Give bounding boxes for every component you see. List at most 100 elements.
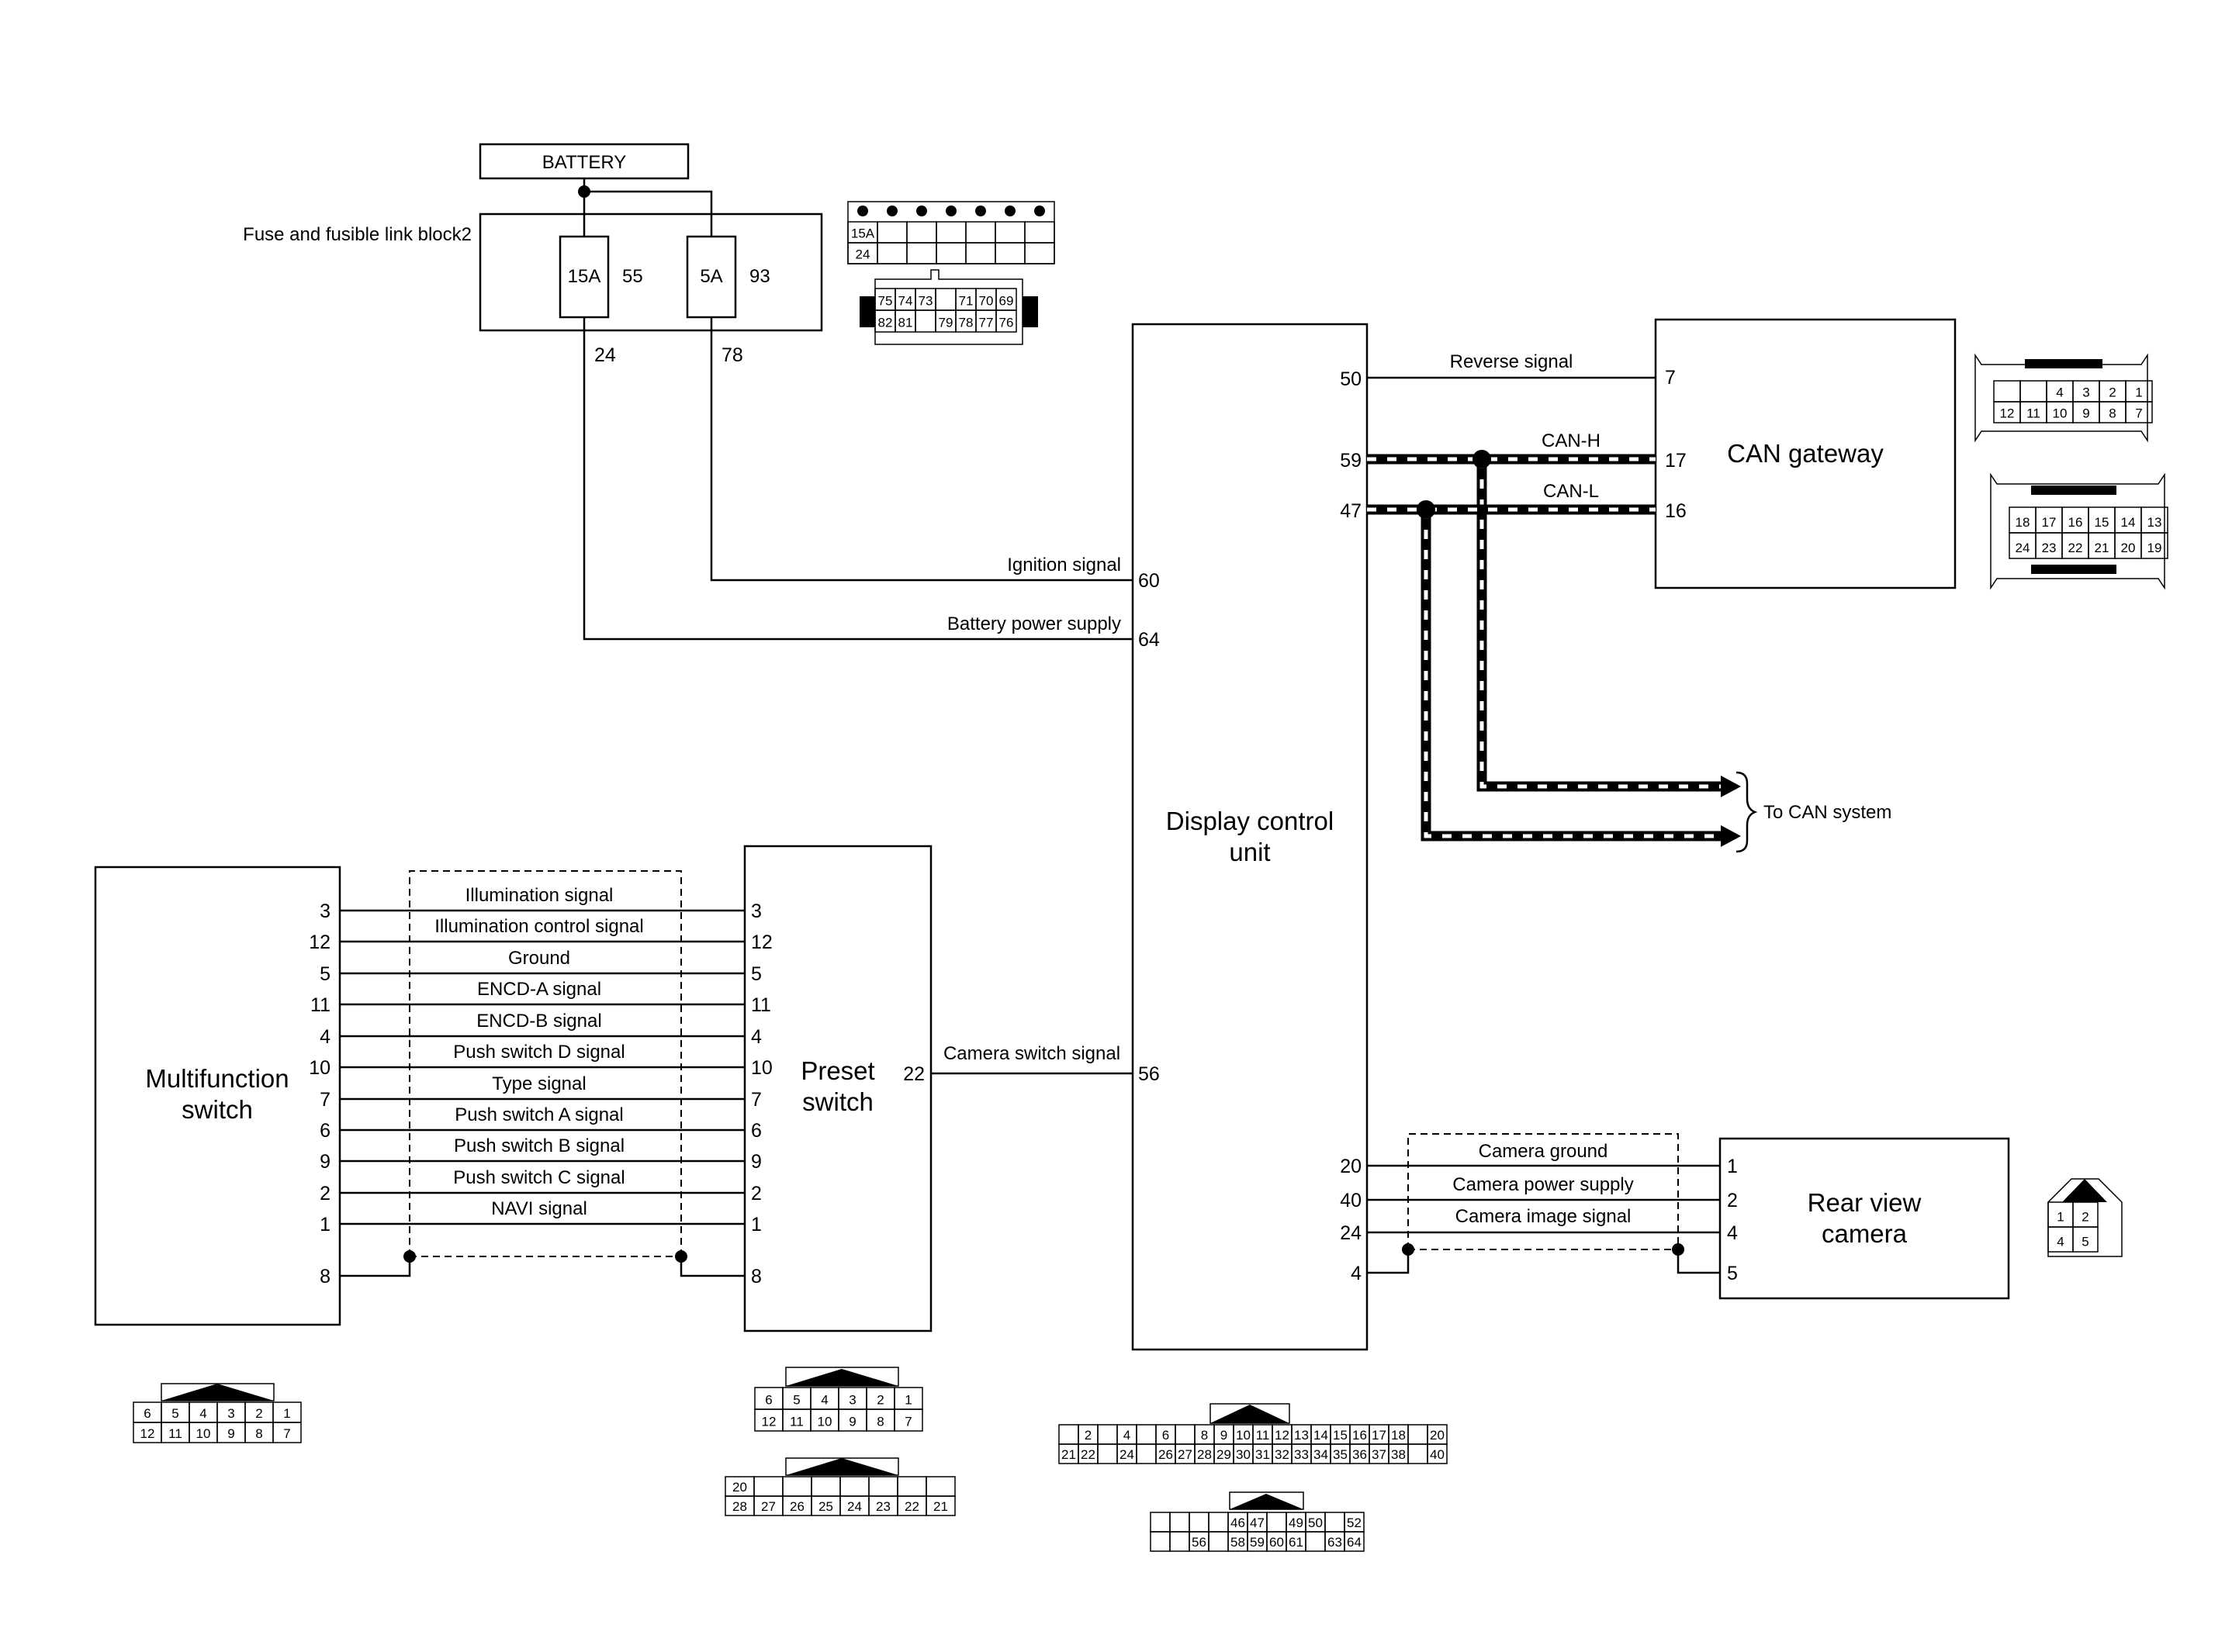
connector-pin-number: 11 — [1256, 1428, 1270, 1443]
multifunction-switch-box — [94, 866, 341, 1326]
dcu-pin-4: 4 — [1351, 1263, 1362, 1284]
multifunction-pin: 5 — [320, 963, 330, 985]
connector-cavity — [2125, 401, 2153, 423]
battery-power-label: Battery power supply — [947, 613, 1121, 634]
connector-pin-number: 4 — [1123, 1428, 1130, 1443]
connector-pin-number: 28 — [1197, 1447, 1212, 1462]
connector-pin-number: 75 — [878, 293, 893, 308]
connector-pin-number: 7 — [2135, 406, 2142, 421]
preset-label-1: Preset — [801, 1056, 874, 1085]
connector-pin-number: 17 — [2042, 515, 2057, 530]
can-l-line — [1367, 504, 1724, 842]
multifunction-label-1: Multifunction — [145, 1064, 289, 1093]
fuse-block-box — [479, 213, 823, 332]
fuse-block-label: Fuse and fusible link block2 — [243, 224, 472, 245]
connector-cavity — [915, 309, 936, 333]
connector-pin-number: 30 — [1236, 1447, 1251, 1462]
fuse-15a-number: 55 — [622, 266, 643, 287]
preset-pin: 12 — [751, 931, 773, 953]
rear-camera-box — [1718, 1137, 2010, 1300]
connector-cavity — [995, 242, 1026, 264]
connector-cavity — [995, 221, 1026, 244]
connector-pin-number: 21 — [2095, 541, 2109, 555]
connector-cavity — [1324, 1512, 1345, 1533]
connector-pin-number: 22 — [2068, 541, 2083, 555]
can-gateway-pin-16: 16 — [1665, 500, 1687, 522]
connector-pin-number: 1 — [283, 1406, 290, 1421]
connector-pin-number: 9 — [2082, 406, 2089, 421]
connector-pin-number: 27 — [1178, 1447, 1192, 1462]
camera-ground-label: Camera ground — [1479, 1141, 1608, 1162]
connector-pin-number: 21 — [933, 1499, 948, 1514]
connector-pin-number: 8 — [255, 1426, 262, 1441]
connector-cavity — [1266, 1512, 1287, 1533]
preset-pin: 8 — [751, 1266, 762, 1287]
connector-pin-number: 2 — [2082, 1209, 2088, 1224]
connector-cavity — [995, 309, 1017, 333]
preset-pin: 7 — [751, 1089, 762, 1111]
preset-pin: 2 — [751, 1183, 762, 1204]
switch-signal-label: ENCD-A signal — [477, 979, 601, 1000]
connector-cavity — [1427, 1443, 1448, 1464]
camera-switch-signal-label: Camera switch signal — [943, 1043, 1120, 1064]
rear-camera-label-1: Rear view — [1808, 1188, 1922, 1217]
connector-pin-number: 10 — [196, 1426, 211, 1441]
switch-signal-label: Push switch D signal — [453, 1042, 625, 1063]
switch-signal-label: ENCD-B signal — [476, 1011, 601, 1032]
connector-pin-number: 47 — [1250, 1515, 1265, 1530]
connector-pin-number: 20 — [1430, 1428, 1445, 1443]
connector-cavity — [1097, 1424, 1118, 1445]
connector-pin-number: 4 — [821, 1392, 828, 1407]
can-l-splice — [1417, 500, 1435, 519]
connector-pin-number: 50 — [1308, 1515, 1323, 1530]
connector-pin-number: 77 — [979, 315, 994, 330]
connector-pin-number: 8 — [1201, 1428, 1208, 1443]
connector-cavity — [2140, 532, 2168, 559]
connector-pin-number: 7 — [283, 1426, 290, 1441]
connector-pin-number: 78 — [959, 315, 974, 330]
connector-cavity — [926, 1476, 956, 1497]
connector-pin-number: 20 — [732, 1480, 747, 1495]
connector-cavity — [2019, 380, 2047, 403]
connector-cavity — [1189, 1512, 1209, 1533]
connector-pin-number: 7 — [905, 1414, 912, 1429]
connector-pin-number: 20 — [2121, 541, 2136, 555]
connector-pin-number: 15A — [851, 226, 875, 241]
connector-pin-number: 24 — [847, 1499, 862, 1514]
connector-cavity — [1175, 1424, 1196, 1445]
can-system-brace — [1735, 771, 1758, 853]
multifunction-pin: 9 — [320, 1151, 330, 1173]
dcu-pin-47: 47 — [1340, 500, 1362, 522]
connector-cavity — [1208, 1531, 1229, 1552]
connector-pin-number: 14 — [2121, 515, 2136, 530]
camera-shield — [1407, 1133, 1679, 1250]
connector-pin-number: 61 — [1289, 1535, 1303, 1550]
connector-pin-number: 11 — [168, 1426, 182, 1441]
multifunction-pin: 8 — [320, 1266, 330, 1287]
rear-camera-label-2: camera — [1822, 1219, 1908, 1248]
connector-pin-number: 56 — [1192, 1535, 1206, 1550]
switch-shield-splice-right — [675, 1250, 687, 1263]
fuse-out-pin-78: 78 — [722, 344, 743, 366]
connector-pin-number: 18 — [1391, 1428, 1406, 1443]
connector-cavity — [1024, 242, 1055, 264]
multifunction-pin: 12 — [309, 931, 330, 953]
connector-pin-number: 19 — [2147, 541, 2162, 555]
connector-pin-number: 3 — [849, 1392, 856, 1407]
can-gateway-box — [1654, 318, 1957, 589]
dcu-pin-50: 50 — [1340, 368, 1362, 390]
connector-cavity — [1169, 1531, 1190, 1552]
connector-cavity — [1305, 1531, 1326, 1552]
connector-pin-number: 6 — [765, 1392, 772, 1407]
connector-pin-number: 6 — [1162, 1428, 1169, 1443]
connector-pin-number: 12 — [2000, 406, 2015, 421]
multifunction-pin: 11 — [310, 994, 330, 1016]
connector-pin-number: 12 — [140, 1426, 155, 1441]
camera-pin-1: 1 — [1727, 1156, 1738, 1177]
fuse-slot-dot — [887, 206, 898, 216]
connector-pin-number: 16 — [2068, 515, 2083, 530]
